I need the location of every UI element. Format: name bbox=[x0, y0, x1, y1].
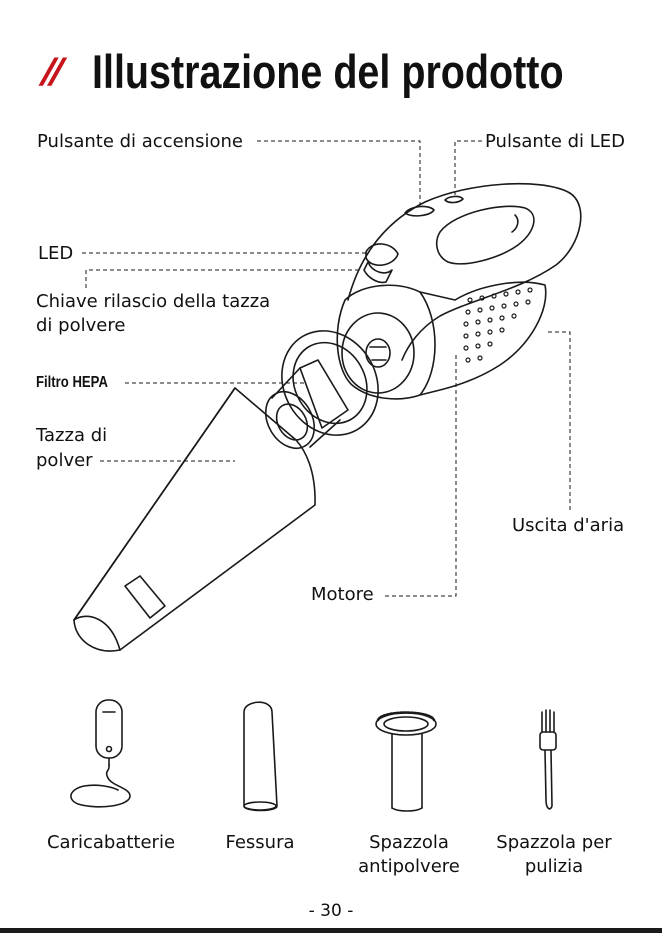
accessory-label-dust-brush-line1: Spazzola bbox=[350, 831, 468, 854]
hepa-filter-body bbox=[300, 360, 348, 428]
label-hepa-filter: Filtro HEPA bbox=[36, 374, 108, 392]
label-led: LED bbox=[38, 242, 73, 265]
label-led-button: Pulsante di LED bbox=[485, 130, 625, 153]
motor-housing bbox=[337, 282, 546, 399]
accessory-label-cleaning-brush-line1: Spazzola per bbox=[490, 831, 618, 854]
handle-outline bbox=[348, 184, 581, 360]
label-release-key-line1: Chiave rilascio della tazza bbox=[36, 290, 270, 313]
leader-power-button bbox=[257, 141, 420, 205]
dust-brush-icon bbox=[376, 713, 436, 812]
hepa-ring-outer bbox=[263, 313, 397, 453]
leader-air-outlet bbox=[548, 332, 570, 510]
label-dust-cup-line2: polver bbox=[36, 449, 93, 472]
label-power-button: Pulsante di accensione bbox=[37, 130, 243, 153]
led-window bbox=[366, 244, 398, 265]
accessory-label-cleaning-brush-line2: pulizia bbox=[490, 855, 618, 878]
leader-release-key bbox=[86, 270, 362, 288]
label-motor: Motore bbox=[311, 583, 374, 606]
bottom-rule bbox=[0, 928, 662, 933]
label-air-outlet: Uscita d'aria bbox=[512, 514, 624, 537]
charger-icon bbox=[71, 700, 130, 807]
dust-cup-window bbox=[125, 576, 165, 618]
cleaning-brush-icon bbox=[540, 710, 556, 809]
label-dust-cup-line1: Tazza di bbox=[36, 424, 107, 447]
page-number: - 30 - bbox=[0, 901, 662, 921]
label-release-key-line2: di polvere bbox=[36, 314, 125, 337]
air-vent-holes bbox=[464, 288, 532, 362]
crevice-tool-icon bbox=[244, 702, 277, 810]
accessory-label-charger: Caricabatterie bbox=[42, 831, 180, 854]
handle-grip-hole bbox=[437, 206, 534, 264]
led-button-shape bbox=[445, 196, 463, 202]
accessory-label-dust-brush-line2: antipolvere bbox=[350, 855, 468, 878]
accessory-label-crevice: Fessura bbox=[220, 831, 300, 854]
